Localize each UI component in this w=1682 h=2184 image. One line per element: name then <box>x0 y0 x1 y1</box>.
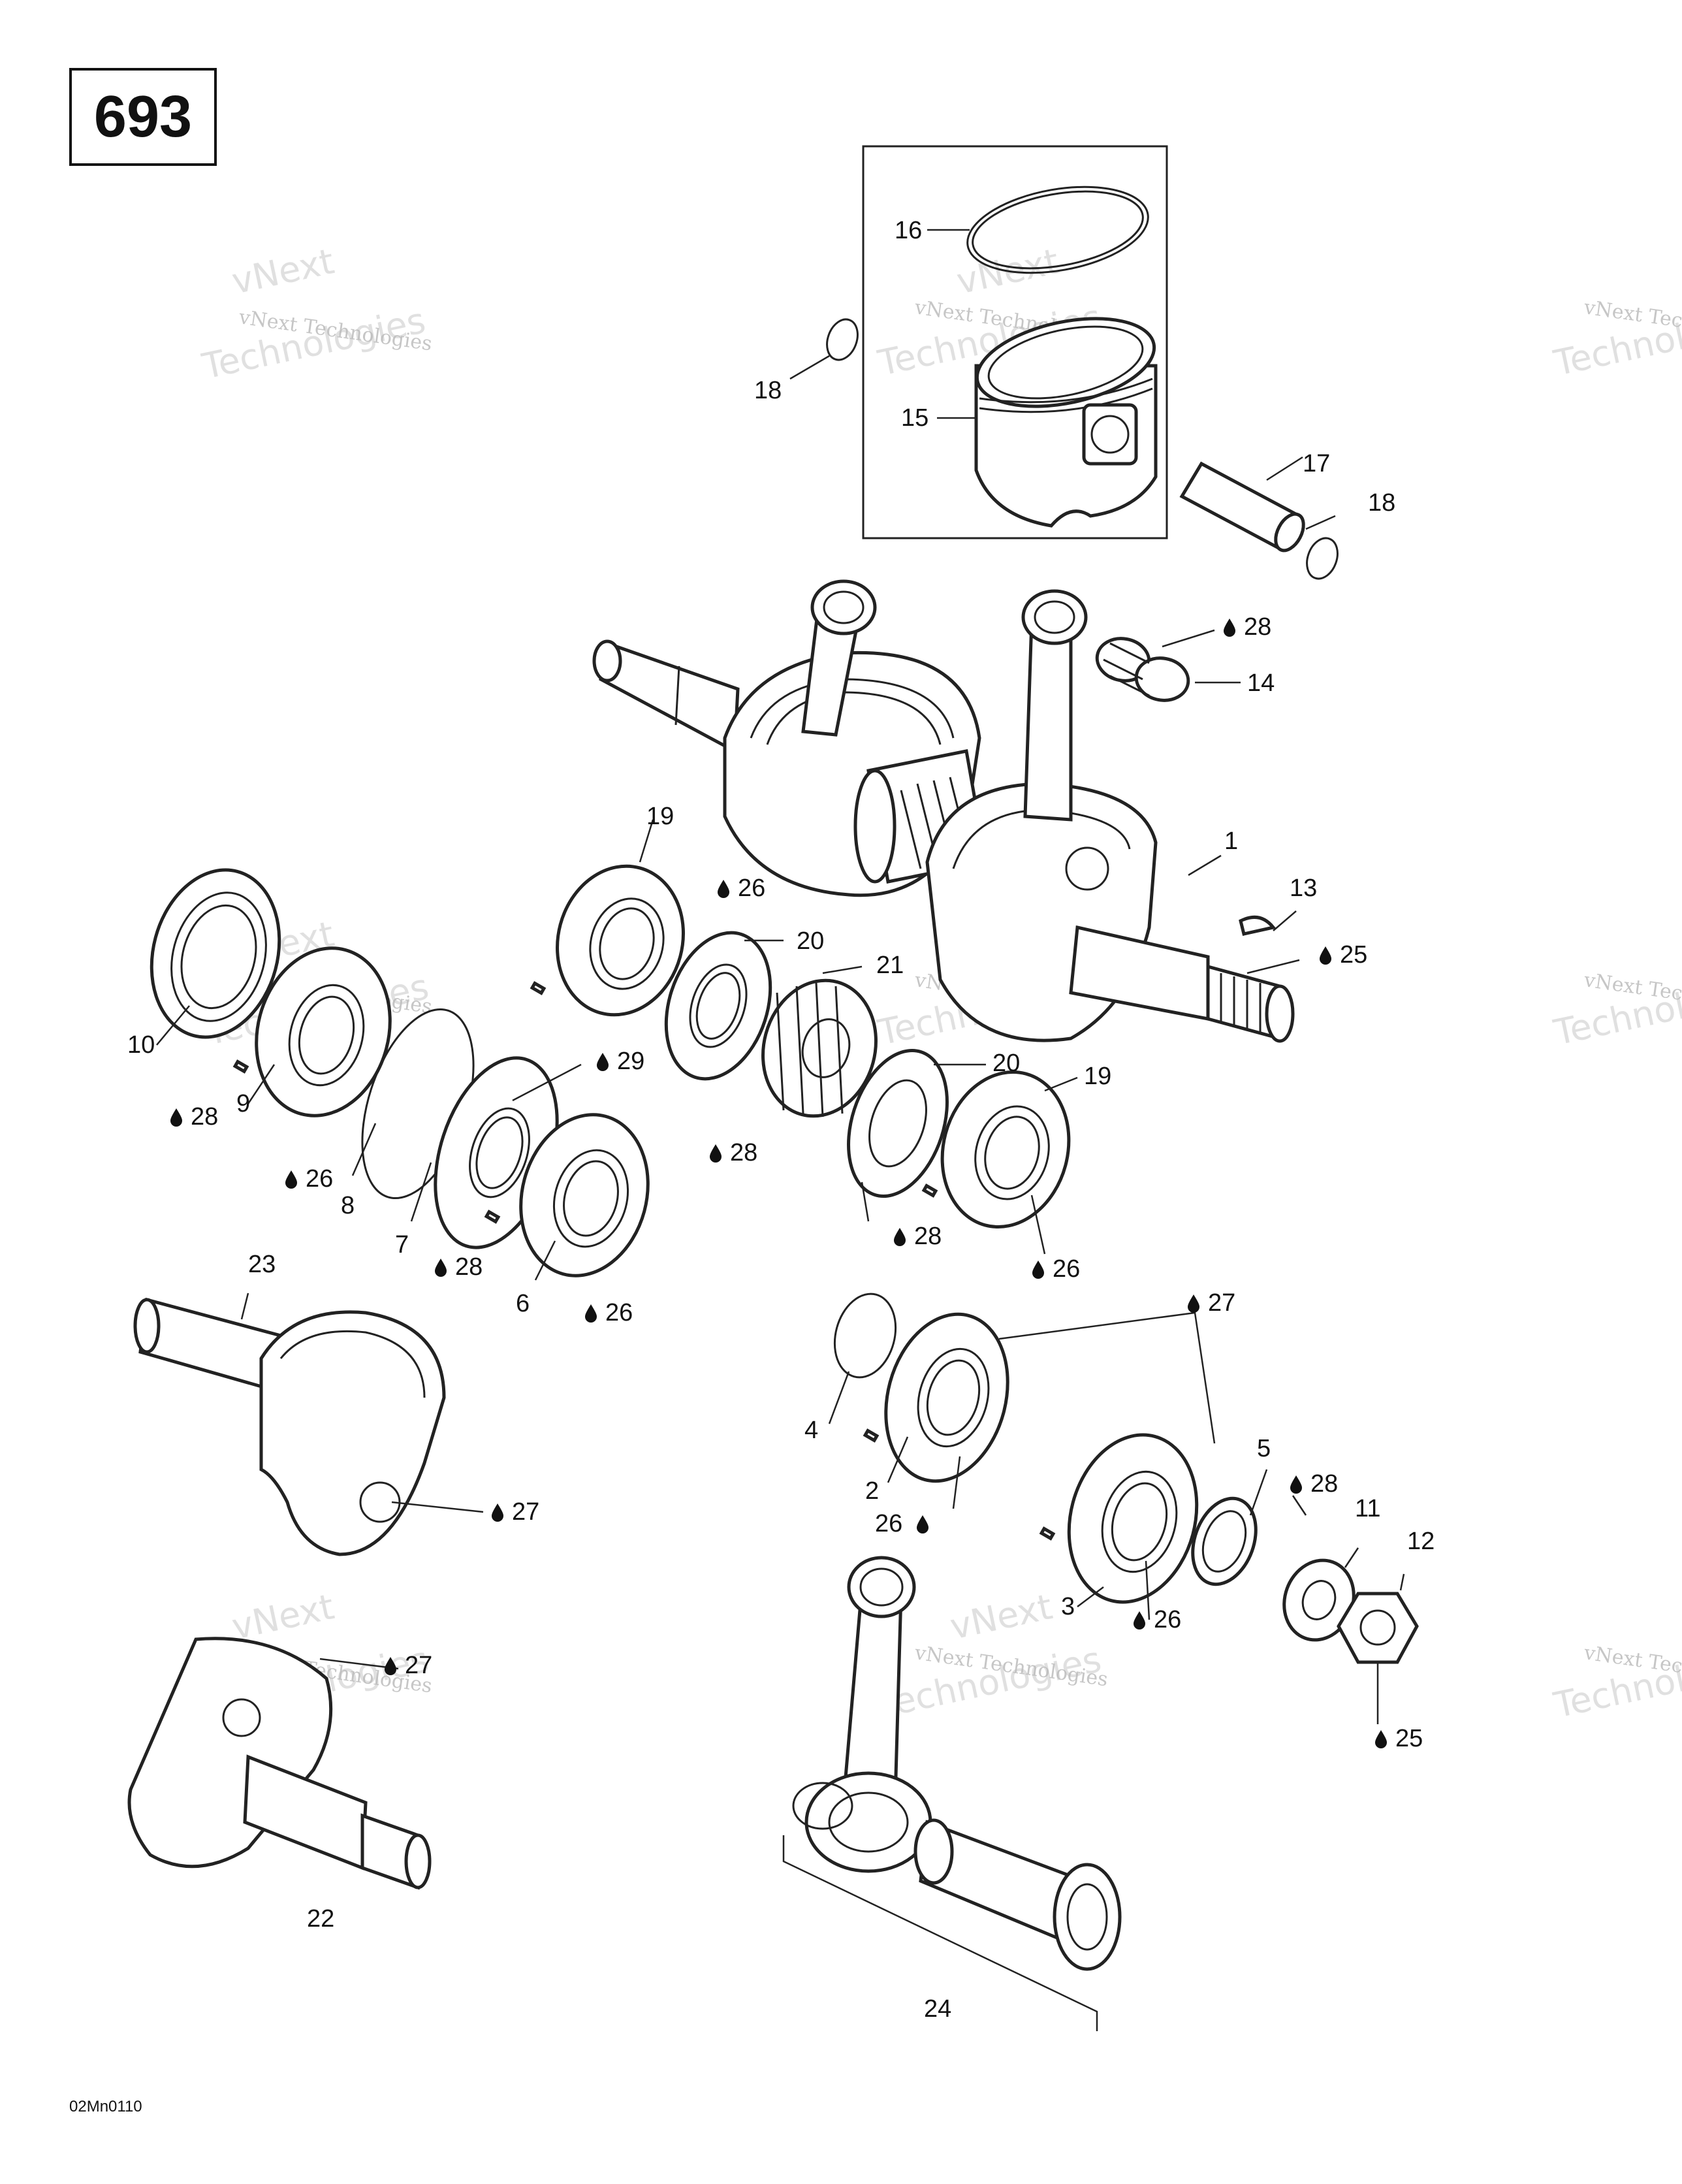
callout-18: 18 <box>1368 489 1395 517</box>
needle-bearing <box>1095 637 1190 702</box>
oil-drop-icon <box>435 1259 447 1277</box>
callout-9: 9 <box>236 1090 250 1117</box>
oil-drop-icon <box>710 1144 722 1163</box>
callout-4: 4 <box>804 1417 818 1444</box>
shim <box>833 1293 897 1379</box>
oil-drop-icon <box>1224 618 1235 637</box>
woodruff-key <box>1239 915 1277 936</box>
lube-25: 25 <box>1395 1725 1423 1752</box>
piston-kit-frame <box>862 145 1168 539</box>
ball-bearing <box>556 864 685 1017</box>
callout-15: 15 <box>901 404 928 432</box>
callout-12: 12 <box>1407 1528 1435 1555</box>
callout-1: 1 <box>1224 827 1238 855</box>
oil-seal <box>1191 1496 1258 1586</box>
oil-drop-icon <box>585 1304 597 1323</box>
watermarks: vNext vNext Technologies Technologies vN… <box>198 240 1682 1726</box>
lube-28: 28 <box>191 1103 218 1131</box>
ball-bearing <box>255 946 392 1117</box>
oil-drop-icon <box>170 1108 182 1127</box>
hex-nut <box>1337 1592 1419 1664</box>
crankshaft-half-right <box>127 1637 432 1890</box>
oil-drop-icon <box>1375 1730 1387 1748</box>
callout-20: 20 <box>992 1050 1020 1077</box>
lube-26: 26 <box>605 1299 633 1326</box>
lube-29: 29 <box>617 1048 644 1075</box>
oil-drop-icon <box>894 1228 906 1246</box>
lube-28: 28 <box>1244 613 1271 641</box>
lube-26: 26 <box>875 1510 902 1537</box>
ball-bearing <box>519 1113 650 1277</box>
lube-27: 27 <box>405 1652 432 1679</box>
lube-27: 27 <box>1208 1289 1235 1317</box>
piston-ring <box>966 185 1149 274</box>
oil-drop-icon <box>492 1503 503 1522</box>
oil-seal <box>150 868 281 1039</box>
crankshaft-half-left <box>133 1297 446 1556</box>
lube-28: 28 <box>730 1139 757 1166</box>
watermark-text: vNext <box>229 1586 338 1647</box>
connecting-rod-kit <box>782 1556 1122 2031</box>
piston-pin <box>1179 461 1305 553</box>
oil-drop-icon <box>1188 1294 1199 1313</box>
crankshaft-assembly <box>592 579 1295 1043</box>
lube-26: 26 <box>306 1165 333 1193</box>
thrust-washer <box>847 1049 949 1198</box>
callout-6: 6 <box>516 1290 530 1317</box>
watermark-text: vNext <box>947 1586 1056 1647</box>
lube-25: 25 <box>1340 941 1367 969</box>
oil-drop-icon <box>1290 1475 1302 1494</box>
callout-24: 24 <box>924 1995 951 2023</box>
circlip <box>826 318 859 361</box>
ball-bearing <box>1067 1433 1199 1604</box>
lube-26: 26 <box>738 875 765 902</box>
lube-26: 26 <box>1154 1606 1181 1633</box>
watermark-text: vNext <box>229 240 338 302</box>
lubricant-callouts: 28 25 26 28 29 28 26 28 26 28 26 27 27 2… <box>170 613 1423 1752</box>
callout-17: 17 <box>1303 450 1330 477</box>
callout-21: 21 <box>876 952 904 979</box>
oil-drop-icon <box>1320 946 1331 965</box>
callout-3: 3 <box>1061 1593 1075 1620</box>
lube-28: 28 <box>455 1253 483 1281</box>
callout-13: 13 <box>1290 875 1317 902</box>
locating-pins <box>232 981 1056 1541</box>
callout-19: 19 <box>646 803 674 830</box>
callout-8: 8 <box>341 1192 355 1219</box>
oil-drop-icon <box>718 880 729 898</box>
lube-26: 26 <box>1053 1255 1080 1283</box>
oil-drop-icon <box>917 1515 928 1534</box>
ball-bearing <box>940 1070 1071 1228</box>
callout-7: 7 <box>395 1231 409 1259</box>
page-number: 693 <box>93 84 193 150</box>
callout-5: 5 <box>1257 1435 1271 1462</box>
watermark-text: Technologies <box>198 300 429 387</box>
callout-22: 22 <box>307 1905 334 1933</box>
oil-drop-icon <box>1032 1261 1044 1279</box>
circlip <box>1306 537 1339 580</box>
drawing-code: 02Mn0110 <box>69 2098 142 2115</box>
callout-16: 16 <box>895 217 922 244</box>
callout-labels: 16 18 15 17 18 14 1 13 19 20 21 20 19 10… <box>127 217 1435 2023</box>
drive-gear <box>761 978 878 1118</box>
callout-23: 23 <box>248 1251 276 1278</box>
callout-2: 2 <box>865 1477 879 1505</box>
callout-10: 10 <box>127 1031 155 1059</box>
ball-bearing <box>884 1312 1009 1483</box>
lube-27: 27 <box>512 1498 539 1526</box>
callout-14: 14 <box>1247 669 1275 697</box>
piston <box>974 317 1158 528</box>
page-number-box: 693 <box>69 68 217 166</box>
callout-11: 11 <box>1355 1495 1380 1522</box>
callout-20: 20 <box>797 927 824 955</box>
thrust-washer <box>664 931 772 1081</box>
oil-drop-icon <box>1134 1611 1145 1630</box>
callout-18: 18 <box>754 377 782 404</box>
lube-28: 28 <box>1310 1470 1338 1498</box>
lube-28: 28 <box>914 1223 942 1250</box>
callout-19: 19 <box>1084 1063 1111 1090</box>
oil-drop-icon <box>597 1053 609 1071</box>
oil-drop-icon <box>285 1170 297 1189</box>
